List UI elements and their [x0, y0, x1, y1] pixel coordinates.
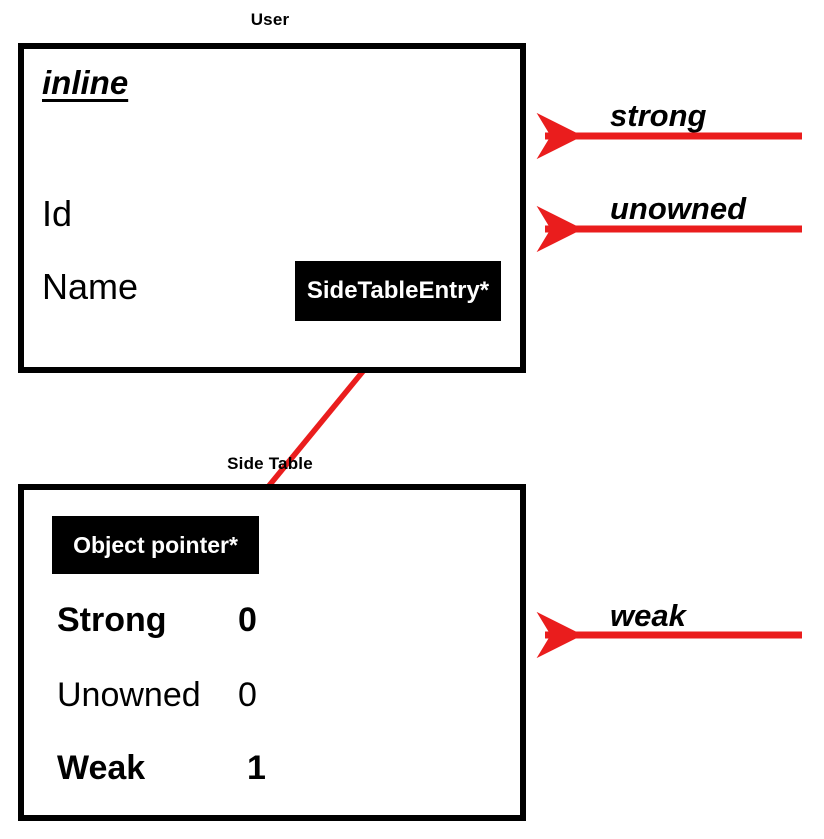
user-field-name: Name — [42, 266, 139, 307]
refcount-name-unowned: Unowned — [57, 676, 201, 714]
refcount-name-strong: Strong — [57, 601, 167, 639]
sidetableentry-pointer-chip: SideTableEntry* — [295, 261, 501, 321]
refcount-value-strong: 0 — [238, 601, 257, 639]
user-inline-tag: inline — [42, 64, 129, 101]
refcount-value-weak: 1 — [247, 749, 266, 787]
annotation-label-strong: strong — [610, 98, 707, 133]
annotation-label-unowned: unowned — [610, 191, 747, 226]
annotation-label-weak: weak — [610, 598, 686, 633]
user-field-id: Id — [42, 193, 73, 234]
refcount-value-unowned: 0 — [238, 676, 257, 714]
user-box-caption: User — [250, 10, 290, 29]
side-table-box-caption: Side Table — [227, 454, 313, 473]
object-pointer-chip: Object pointer* — [52, 516, 259, 574]
refcount-name-weak: Weak — [57, 749, 146, 787]
